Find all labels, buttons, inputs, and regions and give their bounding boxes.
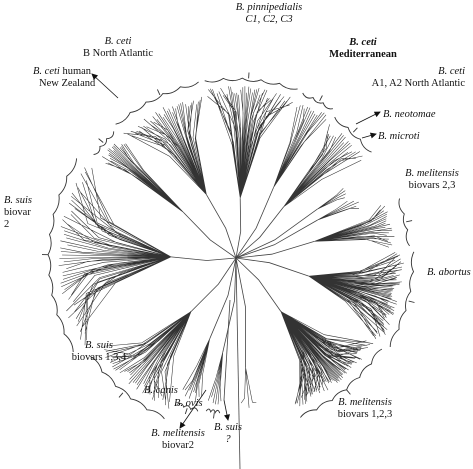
tree-branch-suis-134 — [190, 257, 237, 312]
label-melitensis-biovar2: B. melitensis biovar2 — [151, 428, 205, 451]
leaf-fan-pinnipedialis — [207, 86, 293, 199]
label-ceti-mediterranean: B. ceti Mediterranean — [329, 37, 397, 60]
brace-ceti-a1a2 — [334, 116, 372, 153]
arrow-melitensis-biovar2-head — [179, 421, 186, 429]
brace-ceti-human-nz — [93, 131, 115, 155]
arrow-microti-head — [369, 132, 377, 139]
tree-branch-ovis — [222, 257, 237, 353]
tree-branch-melitensis-123 — [235, 257, 282, 312]
label-melitensis-123: B. melitensis biovars 1,2,3 — [337, 397, 393, 420]
label-arrows — [91, 73, 381, 429]
brace-canis — [176, 402, 199, 415]
leaf-fan-ceti-med — [273, 105, 327, 188]
tree-branch-melitensis-23 — [235, 241, 315, 259]
leaf-fan-suis-unknown — [240, 367, 257, 408]
tree-branch-neotomae — [235, 208, 318, 259]
leaf-fan-suis-134 — [104, 311, 192, 409]
leaf-fan-ceti-human-nz — [102, 143, 184, 213]
arrow-suis-unknown-head — [224, 414, 230, 421]
leaf-fan-microti — [317, 200, 360, 221]
label-abortus: B. abortus — [427, 267, 471, 278]
leaf-fan-melitensis-123 — [280, 311, 374, 407]
tree-branch-abortus — [235, 257, 309, 277]
brace-pinnipedialis — [204, 72, 298, 90]
brace-suis-2 — [41, 158, 78, 353]
leaf-fan-ovis — [208, 352, 224, 405]
label-neotomae: B. neotomae — [383, 109, 436, 120]
label-pinnipedialis: B. pinnipedialis C1, C2, C3 — [235, 2, 303, 25]
clade-braces — [41, 72, 415, 420]
tree-branch-ceti-b-na — [206, 194, 237, 259]
arrow-ceti-human-nz — [91, 73, 119, 99]
tree-leaf-fans — [58, 86, 404, 409]
tree-branch-pinnipedialis — [235, 198, 242, 259]
arrow-ceti-human-nz-head — [91, 73, 99, 80]
tree-branch-suis-2 — [170, 256, 237, 261]
brace-abortus — [389, 251, 415, 348]
tree-branch-microti — [235, 219, 318, 259]
label-suis-biovar2: B. suis biovar 2 — [4, 195, 33, 230]
leaf-fan-melitensis-23 — [314, 205, 395, 248]
brace-melitensis-23 — [398, 198, 413, 247]
leaf-fan-suis-2 — [58, 167, 172, 346]
leaf-fan-ceti-a1a2 — [283, 124, 363, 208]
tree-branch-canis — [209, 257, 237, 339]
tree-branch-ceti-human-nz — [182, 211, 237, 259]
brace-suis-134 — [89, 356, 165, 420]
arrow-neotomae-head — [373, 111, 381, 118]
tree-root-stem — [235, 257, 241, 469]
brace-melitensis-123 — [300, 348, 383, 418]
leaf-fan-neotomae — [317, 188, 346, 210]
label-canis: B. canis — [144, 385, 178, 396]
label-suis-134: B. suis biovars 1,3,4 — [71, 340, 127, 363]
leaf-fan-abortus — [308, 252, 404, 339]
brace-ceti-med — [302, 92, 333, 110]
label-melitensis-23: B. melitensis biovars 2,3 — [405, 168, 459, 191]
tree-branch-ceti-a1a2 — [235, 206, 285, 259]
tree-branch-ceti-med — [235, 187, 274, 259]
label-suis-unknown: B. suis ? — [213, 422, 242, 445]
brace-ovis — [205, 408, 221, 419]
label-ovis: B. ovis — [174, 398, 203, 409]
tree-branch-suis-unknown — [235, 257, 246, 368]
tree-skeleton — [170, 187, 318, 469]
leaf-fan-ceti-b-na — [123, 96, 207, 195]
label-microti: B. microti — [378, 131, 420, 142]
arrow-melitensis-biovar2 — [179, 389, 207, 429]
label-ceti-human-nz: B. ceti human New Zealand — [33, 66, 96, 89]
label-ceti-b-north-atlantic: B. ceti B North Atlantic — [83, 36, 153, 59]
leaf-fan-canis — [182, 338, 210, 403]
label-ceti-a1a2: B. ceti A1, A2 North Atlantic — [371, 66, 465, 89]
brace-ceti-b-na — [115, 81, 199, 125]
tree-branch-suis-q — [223, 299, 231, 401]
